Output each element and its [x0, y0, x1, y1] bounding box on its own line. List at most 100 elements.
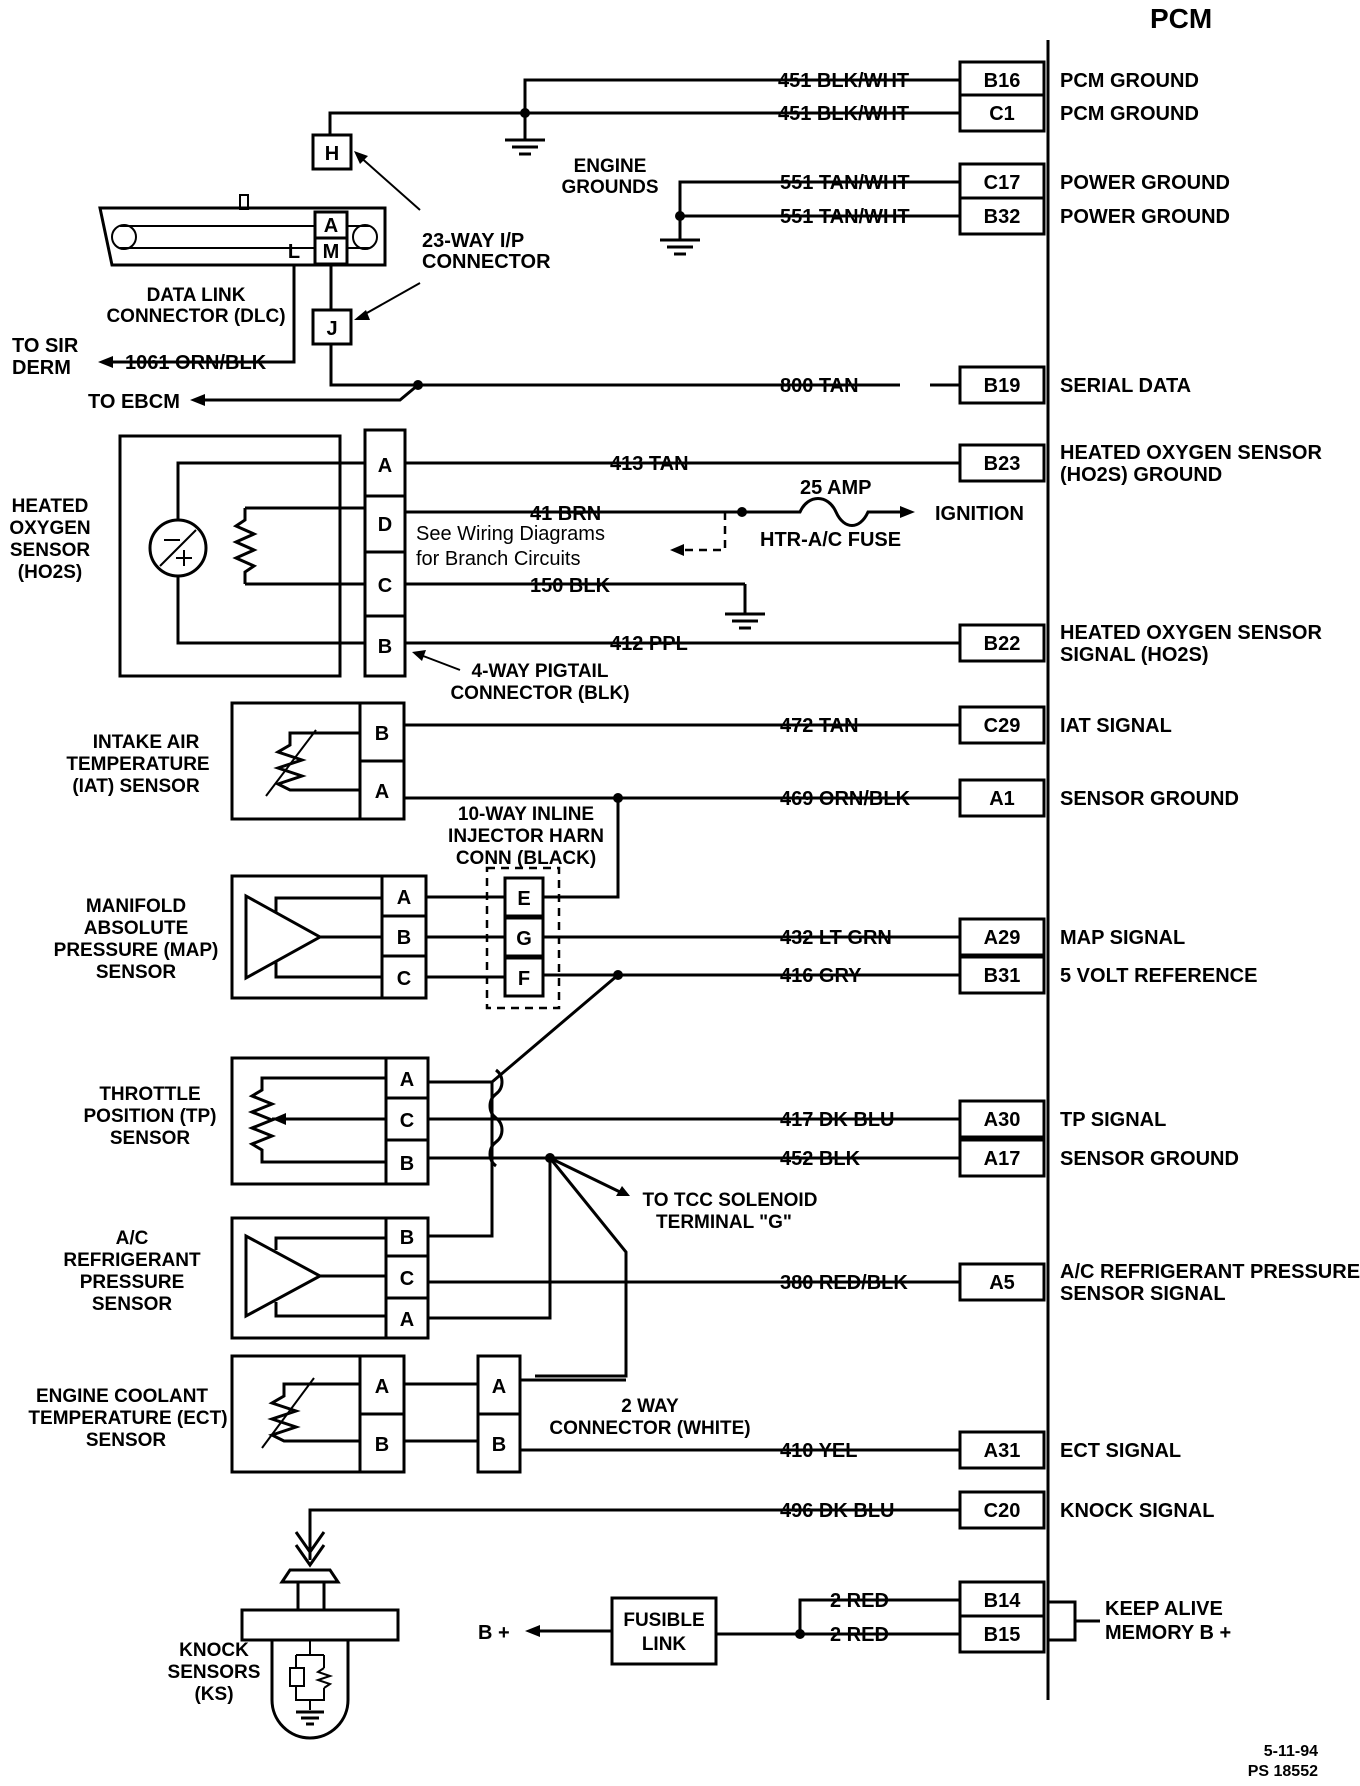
- to-ebcm-label: TO EBCM: [88, 391, 180, 413]
- ebcm-wire: [195, 383, 419, 402]
- ho2s-pin-a: A: [378, 455, 392, 477]
- knock-resistor: [314, 1667, 334, 1689]
- ground-wire-b16: [523, 78, 930, 113]
- tp-label-3: SENSOR: [110, 1128, 191, 1149]
- branch-circuit-dashed: [680, 512, 727, 552]
- fuse-symbol: [742, 497, 900, 527]
- splice-dot: [795, 1629, 805, 1639]
- ac-label-3: PRESSURE: [80, 1272, 185, 1293]
- map-label-1: MANIFOLD: [86, 896, 186, 917]
- two-way-cavity-b: [476, 1412, 522, 1474]
- inline-pin-g: G: [516, 928, 532, 950]
- pcm-pin-box: [958, 1138, 1046, 1178]
- wire-crossover: [488, 1068, 504, 1168]
- two-way-pin-a: A: [492, 1376, 506, 1398]
- map-pin-c: C: [397, 968, 411, 990]
- pcm-function-label: POWER GROUND: [1060, 206, 1230, 228]
- two-way-label-2: CONNECTOR (WHITE): [549, 1418, 750, 1439]
- pcm-function-label: POWER GROUND: [1060, 172, 1230, 194]
- pcm-function-label: IAT SIGNAL: [1060, 715, 1172, 737]
- inline-cavity-e: [503, 876, 545, 918]
- piezo-element: [289, 1667, 305, 1687]
- pcm-pin-box: [958, 93, 1046, 133]
- map-c-lead: [274, 962, 382, 979]
- fusible-link-label-1: FUSIBLE: [623, 1610, 704, 1631]
- power-ground-c17: [678, 180, 930, 216]
- ho2s-pin-b: B: [378, 636, 392, 658]
- pcm-pin-id: A31: [984, 1440, 1021, 1462]
- map-amp-symbol: [244, 893, 324, 981]
- pcm-pin-id: A17: [984, 1148, 1021, 1170]
- thermistor-arrow: [265, 729, 317, 797]
- inline-label-2: INJECTOR HARN: [448, 826, 604, 847]
- dlc-label-1: DATA LINK: [147, 285, 246, 306]
- ho2s-blk-wire-label: 150 BLK: [530, 575, 611, 597]
- ignition-label: IGNITION: [935, 503, 1024, 525]
- knock-internal-wire: [295, 1686, 325, 1710]
- ac-label-2: REFRIGERANT: [63, 1250, 201, 1271]
- ip-connector-pointer: [357, 282, 421, 319]
- fusible-link-box: [610, 1596, 718, 1666]
- knock-terminal: [279, 1568, 341, 1584]
- sir-wire: [105, 264, 296, 364]
- ho2s-housing: [118, 434, 342, 678]
- pcm-pin-id: B32: [984, 206, 1021, 228]
- map-label-2: ABSOLUTE: [84, 918, 189, 939]
- pcm-pin-id: B16: [984, 70, 1021, 92]
- pcm-pin-box: [958, 196, 1046, 236]
- pcm-pin-id: A30: [984, 1109, 1021, 1131]
- engine-grounds-label-1: ENGINE: [574, 156, 647, 177]
- pcm-pin-box: [958, 162, 1046, 202]
- ho2s-pin-c: C: [378, 575, 392, 597]
- pigtail-label-2: CONNECTOR (BLK): [450, 683, 629, 704]
- pcm-function-label: HEATED OXYGEN SENSOR: [1060, 622, 1322, 644]
- tp-label-2: POSITION (TP): [84, 1106, 217, 1127]
- branch-note-2: for Branch Circuits: [416, 548, 581, 570]
- pcm-pin-id: A1: [989, 788, 1015, 810]
- heater-resistor: [232, 508, 258, 584]
- iat-label-2: TEMPERATURE: [66, 754, 209, 775]
- ect-cavity-b: [358, 1412, 406, 1474]
- pcm-function-label: ECT SIGNAL: [1060, 1440, 1181, 1462]
- iat-cavity-a: [358, 759, 406, 821]
- ho2s-label-1: HEATED: [12, 496, 89, 517]
- pointer-arrowhead: [354, 151, 368, 164]
- ho2s-a-lead: [176, 461, 365, 520]
- dlc-mount-hole: [111, 224, 137, 250]
- pcm-function-label: 5 VOLT REFERENCE: [1060, 965, 1257, 987]
- b-plus-label: B +: [478, 1622, 510, 1644]
- pcm-function-label: (HO2S) GROUND: [1060, 464, 1222, 486]
- ect-thermistor: [267, 1382, 360, 1443]
- ac-pin-a: A: [400, 1309, 414, 1331]
- dlc-mount-hole: [352, 224, 378, 250]
- ect-label-1: ENGINE COOLANT: [36, 1386, 208, 1407]
- knock-body: [270, 1640, 350, 1740]
- pointer-arrowhead: [354, 310, 370, 320]
- keep-alive-bracket: [1048, 1600, 1077, 1642]
- ac-a-lead: [274, 1302, 386, 1318]
- pcm-function-label: TP SIGNAL: [1060, 1109, 1166, 1131]
- pcm-function-label: KNOCK SIGNAL: [1060, 1500, 1214, 1522]
- pcm-pin-id: C20: [984, 1500, 1021, 1522]
- footer-code: PS 18552: [1248, 1763, 1318, 1780]
- pcm-function-label: A/C REFRIGERANT PRESSURE: [1060, 1261, 1360, 1283]
- pcm-function-label: SIGNAL (HO2S): [1060, 644, 1209, 666]
- fuse-name-label: HTR-A/C FUSE: [760, 529, 901, 551]
- tcc-arrow: [616, 1186, 630, 1196]
- serial-data-wire: [329, 344, 418, 387]
- pcm-pin-id: B19: [984, 375, 1021, 397]
- ect-ground-wire: [535, 1157, 628, 1378]
- pcm-pin-box: [958, 1262, 1046, 1302]
- ac-b-lead: [274, 1236, 386, 1250]
- ac-ref-wire: [428, 1082, 494, 1238]
- ho2s-b-lead: [176, 576, 365, 645]
- ebcm-arrow: [190, 394, 205, 406]
- pcm-pin-id: A29: [984, 927, 1021, 949]
- footer-date: 5-11-94: [1264, 1743, 1318, 1760]
- sir-arrow: [98, 356, 113, 368]
- iat-label-1: INTAKE AIR: [93, 732, 200, 753]
- engine-grounds-label-2: GROUNDS: [561, 177, 658, 198]
- pcm-function-label: HEATED OXYGEN SENSOR: [1060, 442, 1322, 464]
